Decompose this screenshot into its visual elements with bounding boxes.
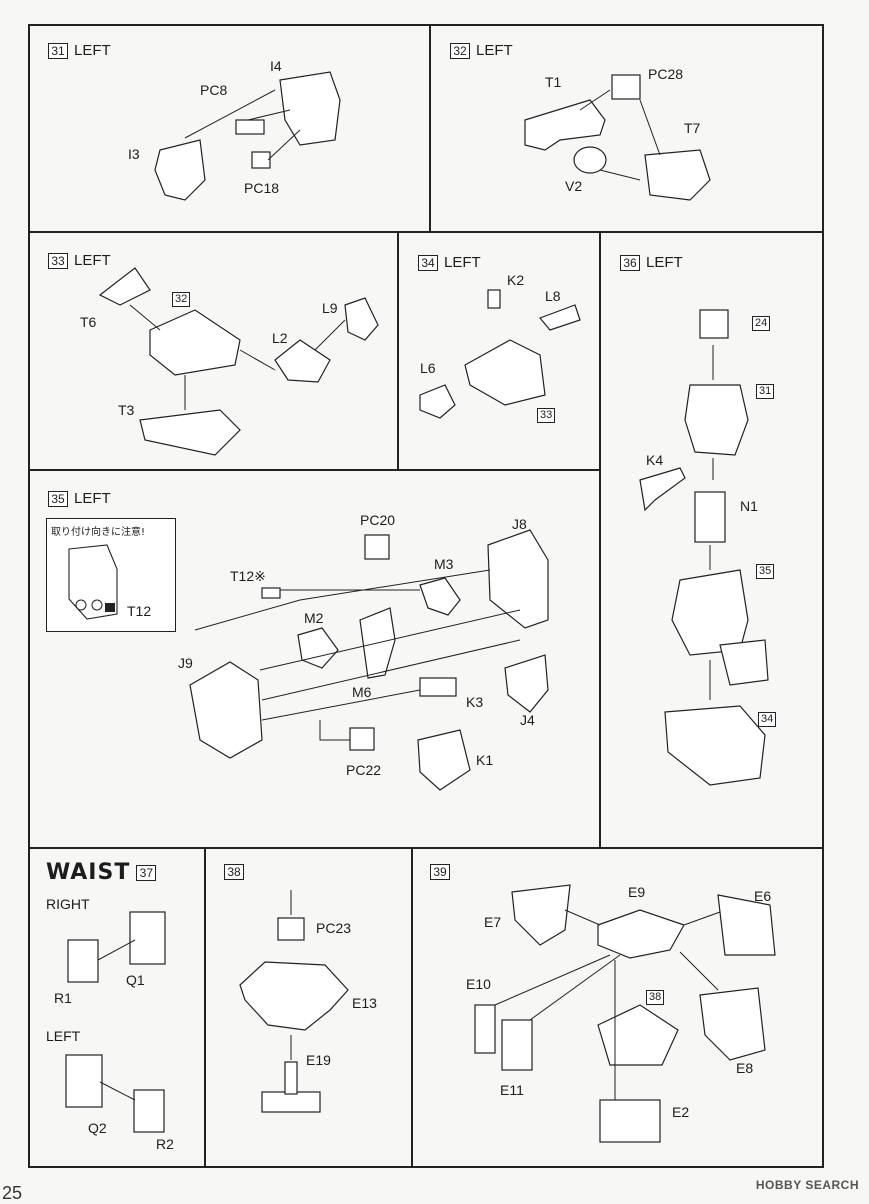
part-label-i4: I4 <box>270 58 282 74</box>
step-35-side: LEFT <box>74 490 111 507</box>
part-label-pc23: PC23 <box>316 920 352 936</box>
ref-step-33: 33 <box>537 408 556 423</box>
step-36-side: LEFT <box>646 254 683 271</box>
ref-step-32: 32 <box>172 292 191 307</box>
part-label-e6: E6 <box>754 888 772 904</box>
part-label-j4: J4 <box>520 712 535 728</box>
note-part-illustration <box>68 544 118 620</box>
part-label-t3: T3 <box>118 402 135 418</box>
ref-step-34: 34 <box>758 712 777 727</box>
orientation-note-box: 取り付け向きに注意! T12 <box>46 518 176 632</box>
ref-step-38: 38 <box>646 990 665 1005</box>
part-label-e9: E9 <box>628 884 646 900</box>
step-35-number: 35 <box>48 490 68 507</box>
part-label-k1: K1 <box>476 752 494 768</box>
step-34-side: LEFT <box>444 254 481 271</box>
part-label-n1: N1 <box>740 498 758 514</box>
step-32-header: 32 LEFT <box>450 42 513 59</box>
part-label-e10: E10 <box>466 976 491 992</box>
part-label-pc18: PC18 <box>244 180 280 196</box>
step-31-number: 31 <box>48 42 68 59</box>
waist-right-label: RIGHT <box>46 896 90 912</box>
step-32-number: 32 <box>450 42 470 59</box>
page-number-fragment: 25 <box>2 1183 23 1203</box>
step-34-header: 34 LEFT <box>418 254 481 271</box>
part-label-l2: L2 <box>272 330 288 346</box>
part-label-t12: T12※ <box>230 568 266 584</box>
part-label-v2: V2 <box>565 178 583 194</box>
part-label-m2: M2 <box>304 610 324 626</box>
part-label-k4: K4 <box>646 452 664 468</box>
part-label-m3: M3 <box>434 556 454 572</box>
section-title-waist: WAIST <box>46 860 131 885</box>
waist-left-label: LEFT <box>46 1028 81 1044</box>
part-i3-shape <box>154 139 206 201</box>
ref-step-24: 24 <box>752 316 771 331</box>
part-label-k3: K3 <box>466 694 484 710</box>
part-pc8-shape <box>235 119 265 135</box>
step-35-header: 35 LEFT <box>48 490 111 507</box>
watermark-text: HOBBY SEARCH <box>755 1178 859 1192</box>
part-label-q1: Q1 <box>126 972 145 988</box>
step-31-side: LEFT <box>74 42 111 59</box>
part-label-e13: E13 <box>352 995 377 1011</box>
part-label-t6: T6 <box>80 314 97 330</box>
step-34-number: 34 <box>418 254 438 271</box>
step-36-header: 36 LEFT <box>620 254 683 271</box>
part-label-pc28: PC28 <box>648 66 684 82</box>
orientation-note-text: 取り付け向きに注意! <box>51 527 146 538</box>
step-37-number: 37 <box>136 864 157 881</box>
part-label-e7: E7 <box>484 914 502 930</box>
part-label-e8: E8 <box>736 1060 754 1076</box>
ref-step-35: 35 <box>756 564 775 579</box>
note-part-label-t12: T12 <box>127 603 152 619</box>
part-label-pc22: PC22 <box>346 762 382 778</box>
step-33-header: 33 LEFT <box>48 252 111 269</box>
part-label-m6: M6 <box>352 684 372 700</box>
step-33-number: 33 <box>48 252 68 269</box>
part-label-k2: K2 <box>507 272 525 288</box>
part-label-l9: L9 <box>322 300 338 316</box>
step-38-number: 38 <box>224 864 244 880</box>
part-label-i3: I3 <box>128 146 140 162</box>
part-label-pc20: PC20 <box>360 512 396 528</box>
part-label-l6: L6 <box>420 360 436 376</box>
part-i4-shape <box>279 71 341 146</box>
step-32-side: LEFT <box>476 42 513 59</box>
step-39-number: 39 <box>430 864 450 880</box>
part-label-j8: J8 <box>512 516 527 532</box>
ref-step-31: 31 <box>756 384 775 399</box>
part-label-t1: T1 <box>545 74 562 90</box>
part-label-e11: E11 <box>500 1082 524 1098</box>
step-33-side: LEFT <box>74 252 111 269</box>
part-label-q2: Q2 <box>88 1120 107 1136</box>
part-label-r2: R2 <box>156 1136 174 1152</box>
step-39-header: 39 <box>430 864 450 880</box>
step-36-number: 36 <box>620 254 640 271</box>
step-31-header: 31 LEFT <box>48 42 111 59</box>
part-label-e19: E19 <box>306 1052 331 1068</box>
part-label-l8: L8 <box>545 288 561 304</box>
part-label-e2: E2 <box>672 1104 690 1120</box>
step-38-header: 38 <box>224 864 244 880</box>
step-37-header: WAIST 37 <box>46 860 157 885</box>
part-label-j9: J9 <box>178 655 193 671</box>
part-pc18-shape <box>251 151 271 169</box>
part-label-t7: T7 <box>684 120 701 136</box>
manual-frame <box>28 24 824 1168</box>
part-label-pc8: PC8 <box>200 82 228 98</box>
part-label-r1: R1 <box>54 990 72 1006</box>
